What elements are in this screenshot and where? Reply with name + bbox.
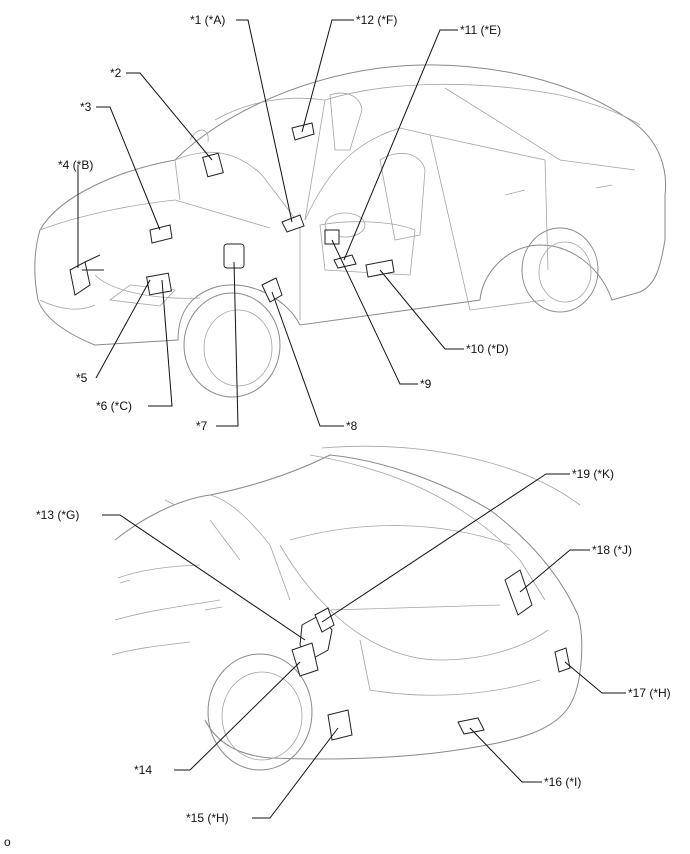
component-16 [457,717,485,735]
component-3 [149,224,173,244]
component-15 [327,709,353,741]
component-1 [281,214,305,233]
label-c13: *13 (*G) [36,508,79,522]
rear-components [291,569,571,741]
label-c14: *14 [134,763,152,777]
label-c4: *4 (*B) [58,158,93,172]
front-components [69,122,395,303]
label-c5: *5 [76,371,88,385]
component-18 [504,569,533,616]
label-c3: *3 [80,100,92,114]
label-c9: *9 [420,377,432,391]
label-c19: *19 (*K) [572,467,614,481]
component-14 [291,642,319,677]
label-c6: *6 (*C) [96,399,132,413]
component-2 [202,152,224,178]
rear-car-outline [111,445,583,771]
component-10 [365,259,395,278]
corner-mark: o [4,835,11,849]
label-c1: *1 (*A) [190,13,225,27]
front-leader-lines [77,19,464,427]
component-8 [261,277,283,303]
component-4 [69,254,104,296]
label-c17: *17 (*H) [628,686,671,700]
component-12 [291,122,315,141]
component-11 [333,254,357,269]
label-c7: *7 [196,419,208,433]
label-c16: *16 (*I) [544,775,581,789]
label-c10: *10 (*D) [466,342,509,356]
label-c11: *11 (*E) [460,23,501,37]
rear-leader-lines [102,473,626,819]
component-5-6 [146,272,172,296]
label-c8: *8 [346,419,358,433]
label-c18: *18 (*J) [592,543,632,557]
callout-labels: *1 (*A) *12 (*F) *11 (*E) *2 *3 *4 (*B) … [4,13,671,849]
label-c2: *2 [110,66,122,80]
label-c12: *12 (*F) [356,13,397,27]
label-c15: *15 (*H) [186,811,229,825]
component-9 [324,229,340,245]
component-17 [554,647,571,673]
front-car-outline [34,64,667,398]
